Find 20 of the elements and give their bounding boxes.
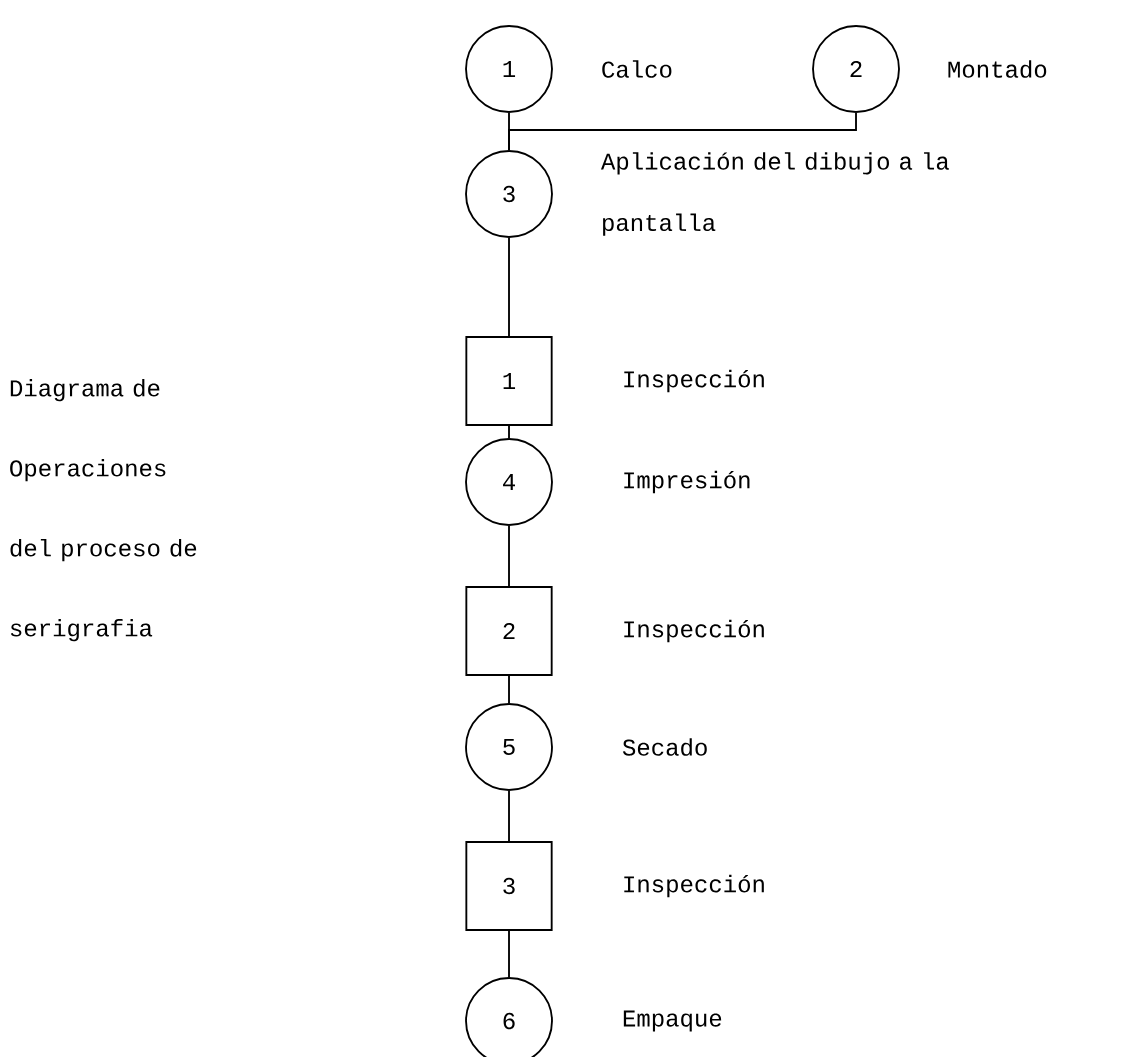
connector-line <box>508 930 510 978</box>
inspection-box: 3 <box>465 841 553 931</box>
step-label: Secado <box>622 738 707 756</box>
connector-line <box>508 790 510 842</box>
step-label: Inspección <box>624 874 764 898</box>
step-label: Aplicación del dibujo a la pantalla <box>600 152 949 236</box>
connector-line <box>508 237 510 337</box>
inspection-box: 2 <box>465 586 553 676</box>
title: Diagrama de Operaciones del proceso de serigrafia <box>10 378 197 642</box>
step-label: Empaque <box>623 1010 722 1032</box>
step-label: Inspección <box>624 369 764 393</box>
step-label: Inspección <box>624 619 764 643</box>
step-label: Calco <box>602 60 672 78</box>
inspection-box: 1 <box>465 336 553 426</box>
step-label: Impresión <box>624 470 750 494</box>
connector-line <box>508 525 510 587</box>
step-label: Montado <box>948 60 1047 78</box>
connector-line <box>508 112 857 151</box>
connector-line <box>508 425 510 439</box>
connector-line <box>508 675 510 704</box>
